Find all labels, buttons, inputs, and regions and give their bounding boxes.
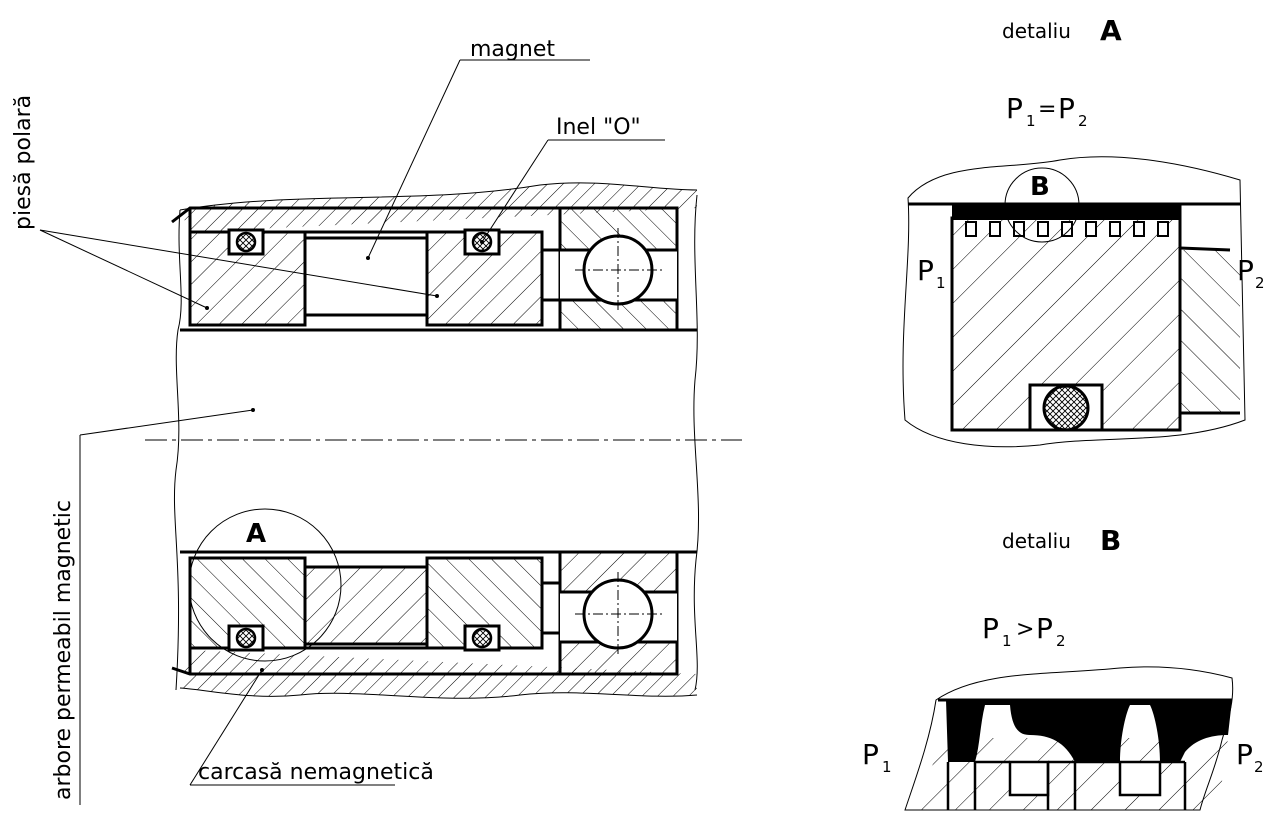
lower-spacer bbox=[540, 581, 562, 635]
left-break-line bbox=[173, 209, 182, 691]
detail-a-view: detaliu A P 1 = P 2 bbox=[902, 14, 1265, 448]
label-magnet: magnet bbox=[470, 37, 555, 62]
detail-a-teeth bbox=[952, 204, 1180, 237]
detail-b-p2: P 2 bbox=[1236, 738, 1264, 776]
leader-lines bbox=[39, 59, 665, 805]
lower-bearing bbox=[558, 550, 679, 676]
detail-a-circle bbox=[188, 508, 342, 662]
detail-b-equation: P 1 > P 2 bbox=[982, 612, 1066, 650]
svg-text:P: P bbox=[1237, 254, 1254, 287]
main-assembly bbox=[145, 182, 742, 699]
label-arbore: arbore permeabil magnetic bbox=[51, 500, 76, 800]
detail-a-outline bbox=[902, 156, 1246, 448]
upper-housing bbox=[171, 182, 698, 232]
svg-text:1: 1 bbox=[1002, 632, 1012, 650]
label-piesa-polara: piesă polară bbox=[11, 95, 36, 230]
svg-text:1: 1 bbox=[1026, 112, 1036, 130]
svg-text:>: > bbox=[1016, 617, 1034, 642]
svg-text:=: = bbox=[1038, 97, 1056, 122]
detail-a-title-word: detaliu bbox=[1002, 19, 1071, 43]
detail-a-title-letter: A bbox=[1100, 14, 1122, 47]
detail-a-equation: P 1 = P 2 bbox=[1006, 92, 1088, 130]
label-inel-o: Inel "O" bbox=[556, 115, 641, 140]
label-carcasa: carcasă nemagnetică bbox=[198, 760, 434, 785]
detail-a-p2: P 2 bbox=[1237, 254, 1265, 292]
svg-text:1: 1 bbox=[882, 758, 892, 776]
detail-a-p1: P 1 bbox=[917, 254, 946, 292]
svg-text:2: 2 bbox=[1255, 274, 1265, 292]
svg-text:P: P bbox=[982, 612, 999, 645]
upper-magnet bbox=[303, 230, 429, 317]
lower-pole-piece-right bbox=[425, 556, 544, 652]
svg-text:P: P bbox=[862, 738, 879, 771]
detail-a-marker: A bbox=[246, 519, 266, 549]
detail-b-p1: P 1 bbox=[862, 738, 892, 776]
detail-b-title-letter: B bbox=[1100, 524, 1121, 557]
right-break-line bbox=[693, 194, 700, 691]
svg-text:P: P bbox=[1006, 92, 1023, 125]
detail-b-marker: B bbox=[1030, 172, 1050, 202]
o-ring-section bbox=[235, 231, 257, 253]
detail-a-o-ring bbox=[1042, 384, 1090, 432]
upper-pole-piece-right bbox=[425, 228, 544, 327]
lower-pole-piece-left bbox=[188, 556, 307, 652]
upper-pole-piece-left bbox=[188, 228, 307, 327]
upper-spacer bbox=[540, 248, 562, 302]
svg-text:2: 2 bbox=[1056, 632, 1066, 650]
detail-b-circle bbox=[1004, 167, 1080, 243]
lower-magnet bbox=[303, 565, 429, 650]
upper-bearing bbox=[558, 206, 679, 332]
lower-housing bbox=[171, 648, 698, 699]
svg-text:P: P bbox=[1058, 92, 1075, 125]
detail-b-title-word: detaliu bbox=[1002, 529, 1071, 553]
detail-b-view: detaliu B P 1 > P 2 P 1 P 2 bbox=[862, 524, 1264, 811]
svg-text:1: 1 bbox=[936, 274, 946, 292]
svg-text:2: 2 bbox=[1078, 112, 1088, 130]
detail-b-outline bbox=[904, 666, 1234, 811]
svg-text:P: P bbox=[1236, 738, 1253, 771]
svg-text:2: 2 bbox=[1254, 758, 1264, 776]
svg-text:P: P bbox=[1036, 612, 1053, 645]
svg-text:P: P bbox=[917, 254, 934, 287]
